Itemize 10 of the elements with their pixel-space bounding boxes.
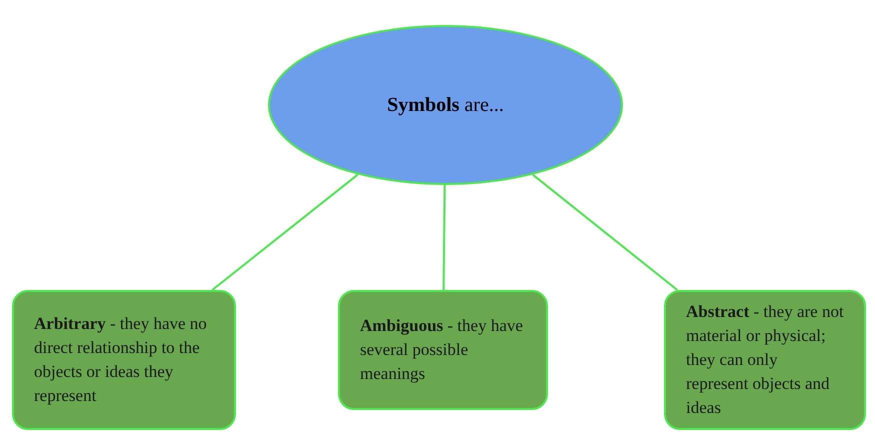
rounded-box <box>12 290 236 430</box>
node-text: Abstract - they are not material or physical; they can only represent objects and ideas <box>686 301 844 419</box>
node-text: Arbitrary - they have no direct relationship to the objects or ideas they represent <box>34 313 208 407</box>
connector-line <box>442 184 446 290</box>
rounded-box <box>338 290 548 410</box>
node-text: Symbols are... <box>387 93 504 118</box>
connector-line <box>532 174 678 291</box>
connector-line <box>212 174 358 291</box>
rounded-box <box>664 290 866 430</box>
node-text: Ambiguous - they have several possible meanings <box>360 315 524 385</box>
